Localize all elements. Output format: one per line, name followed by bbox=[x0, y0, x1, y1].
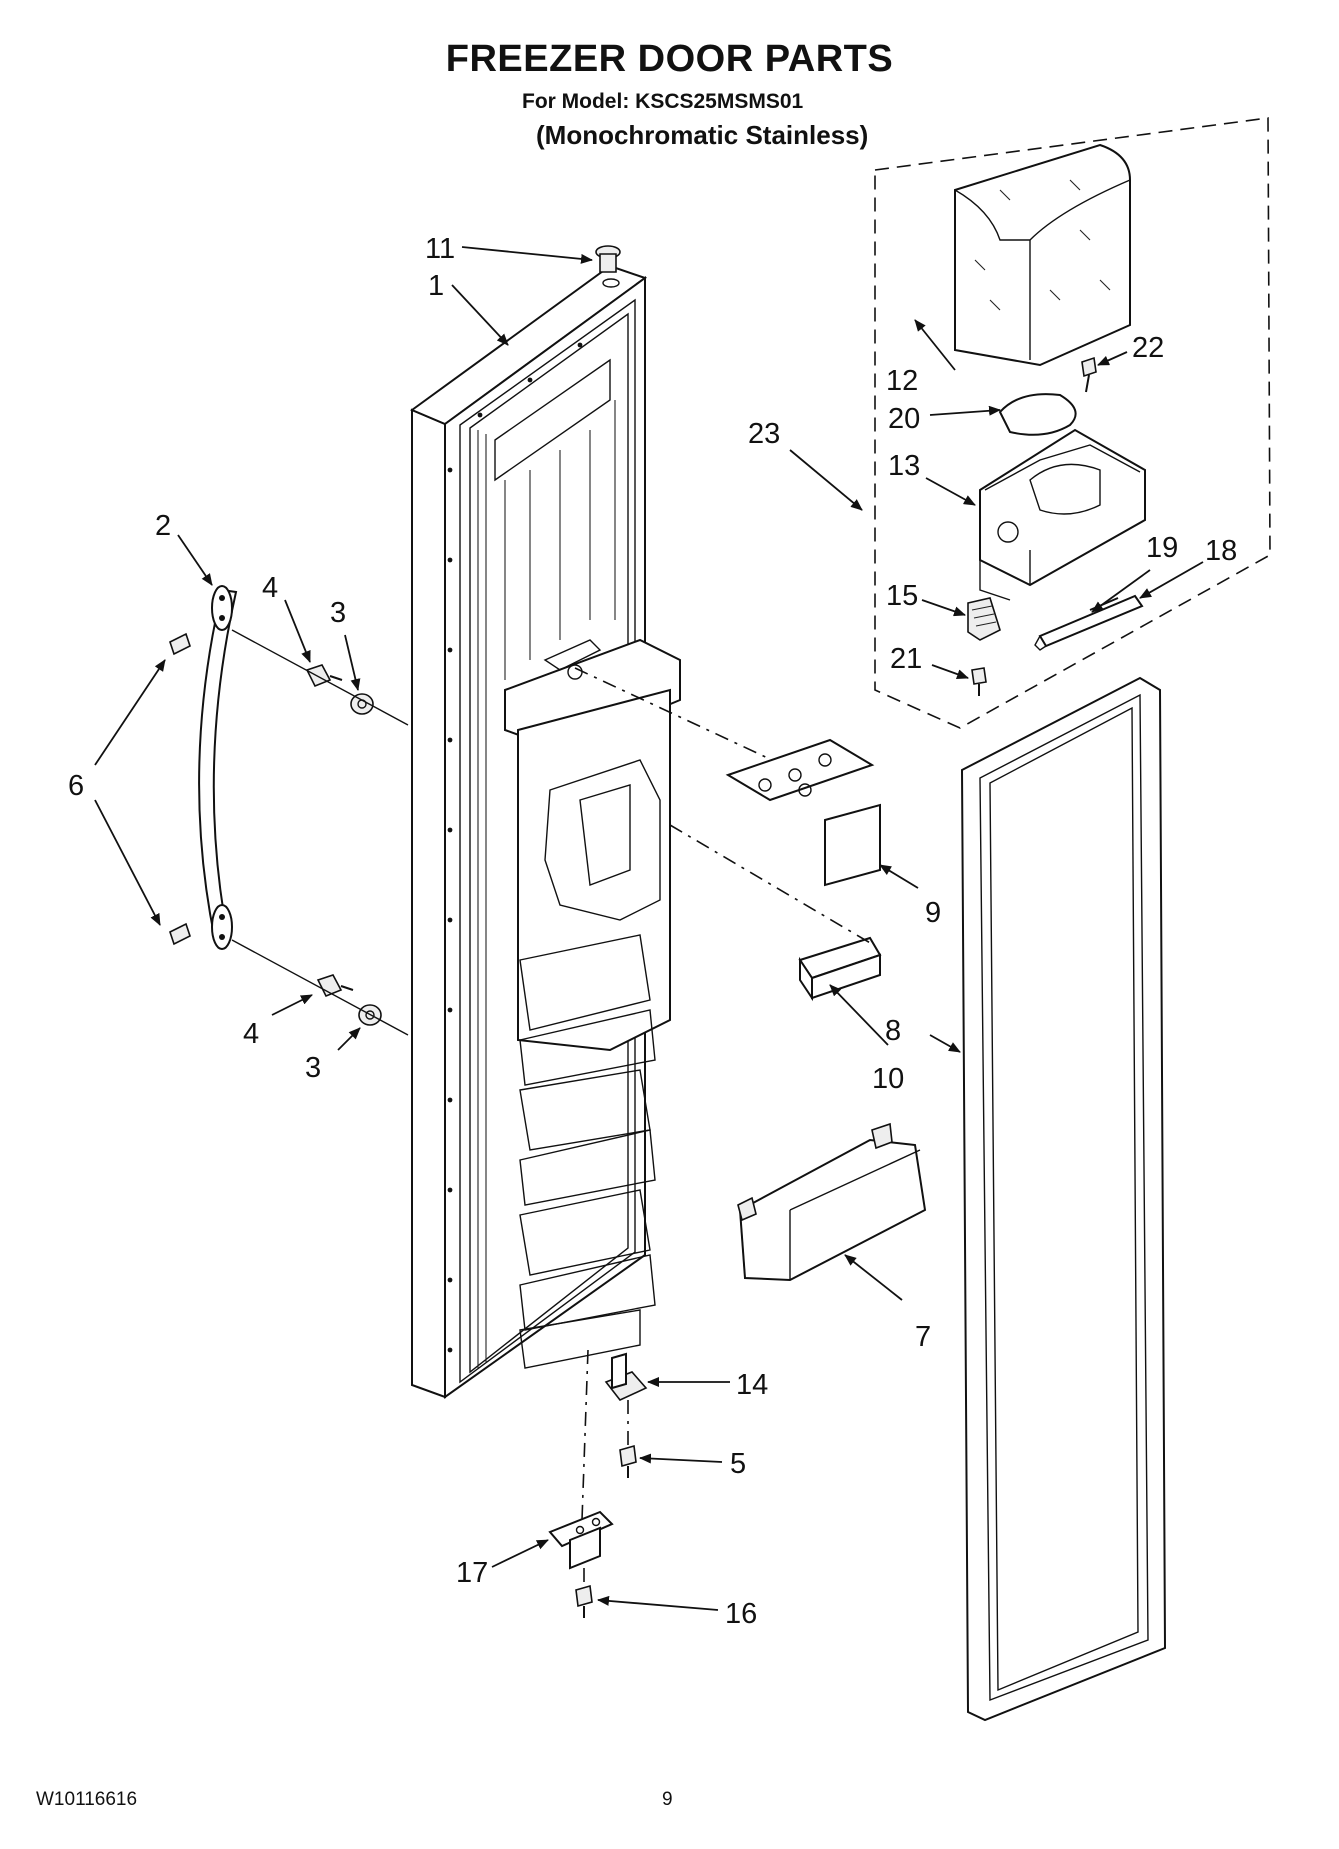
callout-2: 2 bbox=[155, 510, 171, 542]
door-gasket-fasteners bbox=[447, 342, 583, 1353]
callout-14: 14 bbox=[736, 1369, 768, 1401]
callout-21: 21 bbox=[890, 643, 922, 675]
document-number: W10116616 bbox=[36, 1789, 138, 1810]
door-gasket bbox=[960, 676, 1167, 1722]
switch-screw bbox=[971, 667, 987, 696]
callout-23: 23 bbox=[748, 418, 780, 450]
callout-5: 5 bbox=[730, 1448, 746, 1480]
callout-12: 12 bbox=[886, 365, 918, 397]
callout-11: 11 bbox=[425, 233, 455, 265]
lower-hinge bbox=[548, 1510, 614, 1570]
model-variant: (Monochromatic Stainless) bbox=[536, 120, 869, 150]
auger-screw bbox=[1081, 356, 1097, 393]
dispenser-cover-plate bbox=[725, 738, 881, 887]
callout-20: 20 bbox=[888, 403, 920, 435]
ice-bucket bbox=[954, 143, 1131, 367]
callout-3-lower: 3 bbox=[305, 1052, 321, 1084]
model-number: For Model: KSCS25MSMS01 bbox=[522, 90, 804, 113]
callout-3-upper: 3 bbox=[330, 597, 346, 629]
door-handle bbox=[198, 585, 238, 950]
assembly-line-channel bbox=[669, 824, 873, 945]
ice-rail bbox=[1034, 594, 1144, 651]
door-hinge-pin bbox=[604, 1352, 648, 1401]
ice-door-switch bbox=[967, 597, 1001, 641]
callout-17: 17 bbox=[456, 1557, 488, 1589]
callout-6: 6 bbox=[68, 770, 84, 802]
callout-1: 1 bbox=[428, 270, 444, 302]
callout-19: 19 bbox=[1146, 532, 1178, 564]
handle-screws-and-spacers bbox=[305, 664, 382, 1026]
callout-10: 10 bbox=[872, 1063, 904, 1095]
callout-4-lower: 4 bbox=[243, 1018, 259, 1050]
freezer-door bbox=[409, 264, 681, 1399]
callout-16: 16 bbox=[725, 1598, 757, 1630]
door-bin bbox=[737, 1122, 927, 1282]
callout-labels: 11 1 2 4 3 6 4 3 9 10 8 7 14 5 16 17 12 … bbox=[68, 233, 1237, 1630]
callout-8: 8 bbox=[885, 1015, 901, 1047]
hinge-screw bbox=[575, 1584, 593, 1618]
ice-bin-housing bbox=[979, 428, 1146, 601]
hinge-pin-screw bbox=[619, 1444, 637, 1478]
callout-18: 18 bbox=[1205, 535, 1237, 567]
door-plug bbox=[595, 245, 621, 288]
assembly-line-cover bbox=[574, 667, 773, 761]
callout-9: 9 bbox=[925, 897, 941, 929]
callout-22: 22 bbox=[1132, 332, 1164, 364]
handle-mounting-studs bbox=[169, 632, 191, 946]
callout-13: 13 bbox=[888, 450, 920, 482]
assembly-line-hinge bbox=[581, 1349, 589, 1521]
dispenser-channel bbox=[798, 936, 882, 1002]
callout-15: 15 bbox=[886, 580, 918, 612]
auger-coupling bbox=[998, 393, 1077, 436]
page-number: 9 bbox=[662, 1789, 673, 1810]
callout-leaders bbox=[94, 246, 1204, 1611]
callout-7: 7 bbox=[915, 1321, 931, 1353]
callout-4-upper: 4 bbox=[262, 572, 278, 604]
door-shelves bbox=[519, 934, 656, 1369]
page-title: FREEZER DOOR PARTS bbox=[445, 38, 894, 80]
ice-bucket-assembly-boundary bbox=[874, 117, 1271, 729]
